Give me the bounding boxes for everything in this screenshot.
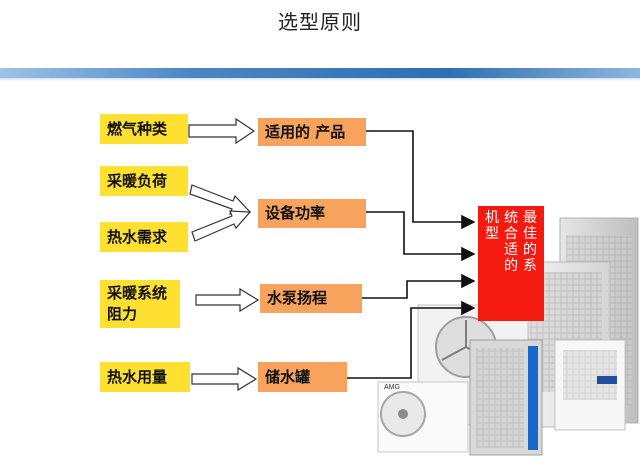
header-rule-shadow xyxy=(0,78,640,81)
result-text-col-3: 机型 xyxy=(485,210,499,242)
output-equipment-power: 设备功率 xyxy=(258,199,366,228)
page-title: 选型原则 xyxy=(278,10,362,34)
line-pump xyxy=(362,273,476,299)
line-product xyxy=(366,130,476,230)
block-arrow-heating-load xyxy=(189,184,252,215)
input-heating-system-resistance: 采暖系统阻力 xyxy=(100,280,180,328)
block-arrow-system-resistance xyxy=(195,287,260,313)
block-arrow-hot-water-usage xyxy=(191,366,258,392)
block-arrow-gas xyxy=(188,117,256,145)
result-text-col-1: 最佳的系 xyxy=(523,210,537,274)
input-hot-water-demand: 热水需求 xyxy=(100,222,188,252)
result-best-model-box: 最佳的系 统合适的 机型 xyxy=(478,206,544,321)
result-text-col-2: 统合适的 xyxy=(504,210,518,274)
block-arrow-hot-water-demand xyxy=(191,210,252,242)
output-applicable-product: 适用的 产品 xyxy=(258,118,366,146)
line-tank xyxy=(347,300,476,379)
input-heating-load: 采暖负荷 xyxy=(100,166,188,196)
input-hot-water-usage: 热水用量 xyxy=(100,362,190,392)
output-storage-tank: 储水罐 xyxy=(258,362,347,392)
header-rule xyxy=(0,68,640,78)
line-power xyxy=(366,211,476,262)
output-pump-head: 水泵扬程 xyxy=(260,284,362,313)
input-gas-type: 燃气种类 xyxy=(100,114,188,144)
product-logo-text: AMG xyxy=(384,384,400,391)
